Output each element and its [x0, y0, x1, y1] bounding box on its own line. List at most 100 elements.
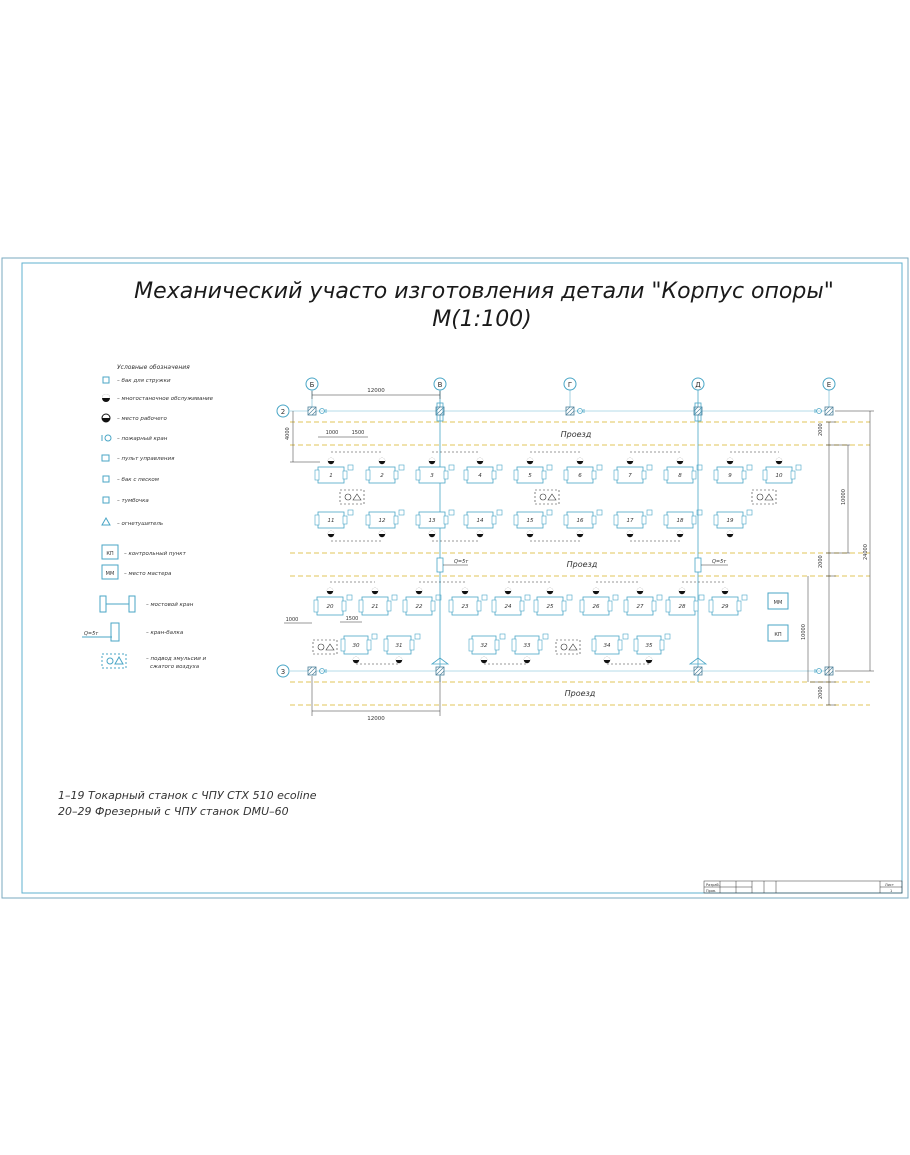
dimension-value: 10000	[801, 624, 807, 640]
control-panel-icon	[524, 594, 531, 601]
legend-item: – бак для стружки	[117, 378, 171, 384]
control-panel-icon	[546, 464, 553, 471]
machine-number: 17	[627, 518, 634, 524]
worker-icon	[626, 530, 634, 538]
machine-tool: 31	[383, 633, 421, 664]
control-panel-icon	[346, 594, 353, 601]
fire-hydrant-icon	[577, 408, 585, 414]
foreman-place-icon	[101, 564, 119, 580]
worker-place-icon	[101, 413, 111, 423]
machine-tool: 2	[365, 457, 405, 484]
dimension-value: 1500	[352, 430, 365, 436]
machine-number: 19	[727, 518, 734, 524]
machine-number: 27	[637, 604, 644, 610]
machine-number: 11	[328, 518, 335, 524]
control-panel-icon	[612, 594, 619, 601]
aisle-label-top: Проезд	[561, 430, 592, 439]
control-panel-icon	[101, 454, 110, 462]
machine-number: 13	[429, 518, 436, 524]
dimension-bottom	[311, 676, 441, 716]
control-panel-icon	[646, 464, 653, 471]
hoist-beam-icon	[82, 622, 120, 642]
worker-icon	[480, 656, 488, 664]
control-panel-icon	[746, 464, 753, 471]
worker-icon	[676, 530, 684, 538]
worker-icon	[378, 530, 386, 538]
axis-marker-row: 3	[276, 664, 290, 678]
dimension-value: 2000	[818, 686, 824, 699]
machine-number: 26	[593, 604, 600, 610]
sand-box-icon	[102, 475, 110, 483]
emulsion-supply-icon	[751, 489, 777, 505]
legend-item: – место мастера	[124, 571, 172, 577]
machine-tool: 7	[613, 457, 653, 484]
control-panel-icon	[347, 464, 354, 471]
legend-item: – тумбочка	[117, 498, 149, 504]
control-panel-icon	[566, 594, 573, 601]
emulsion-supply-icon	[555, 639, 581, 655]
control-panel-icon	[496, 509, 503, 516]
hoist-capacity: Q=5т	[712, 559, 727, 565]
machine-tool: 16	[563, 509, 603, 538]
svg-text:2: 2	[281, 408, 285, 416]
dimension-value: 10000	[841, 489, 847, 505]
fire-hydrant-icon	[814, 668, 822, 674]
machine-number: 16	[577, 518, 584, 524]
machine-tool: 4	[463, 457, 503, 484]
legend-item: – многостаночное обслуживание	[117, 396, 214, 402]
axis-marker-column: Д	[691, 377, 705, 391]
svg-text:Е: Е	[827, 381, 831, 389]
chip-bin-icon	[102, 376, 110, 384]
legend-item: – бак с песком	[117, 477, 159, 483]
machine-tool: 30	[340, 633, 378, 664]
machine-number: 31	[396, 643, 403, 649]
worker-icon	[576, 457, 584, 465]
control-panel-icon	[414, 633, 421, 640]
worker-icon	[721, 587, 729, 595]
machine-number: 5	[528, 473, 532, 479]
machine-tool: 34	[591, 633, 629, 664]
svg-text:Д: Д	[695, 381, 701, 389]
cabinet-icon	[102, 496, 110, 504]
worker-icon	[526, 457, 534, 465]
fire-hydrant-icon	[319, 408, 327, 414]
machine-number: 24	[505, 604, 512, 610]
machine-number: 10	[776, 473, 783, 479]
worker-icon	[775, 457, 783, 465]
worker-icon	[428, 530, 436, 538]
control-panel-icon	[596, 464, 603, 471]
legend-heading: Условные обозначения	[117, 364, 190, 371]
drawing-title: Механический участо изготовления детали …	[134, 279, 834, 304]
worker-icon	[576, 530, 584, 538]
machine-number: 15	[527, 518, 534, 524]
legend-item: – подвод эмульсии и	[146, 656, 207, 662]
worker-icon	[726, 530, 734, 538]
crane-end	[430, 402, 708, 665]
control-panel-icon	[696, 509, 703, 516]
control-panel-icon	[698, 594, 705, 601]
dimension-left	[290, 411, 320, 463]
machine-tool: 20	[313, 587, 353, 616]
hoist-capacity: Q=5т	[84, 631, 99, 637]
machine-tool: 1	[314, 457, 354, 484]
machine-tool: 27	[623, 587, 663, 616]
dimension-value: 2000	[818, 423, 824, 436]
worker-icon	[636, 587, 644, 595]
control-panel-icon	[542, 633, 549, 640]
worker-icon	[626, 457, 634, 465]
control-panel-icon	[546, 509, 553, 516]
machine-number: 22	[416, 604, 423, 610]
fire-hydrant-icon	[319, 668, 327, 674]
machine-number: 14	[477, 518, 484, 524]
checkpoint-code: КП	[774, 632, 782, 638]
worker-icon	[371, 587, 379, 595]
dimension-right	[807, 410, 874, 706]
worker-icon	[603, 656, 611, 664]
machine-number: 8	[678, 473, 682, 479]
control-panel-icon	[347, 509, 354, 516]
axis-marker-column: В	[433, 377, 447, 391]
legend-item: – кран-балка	[146, 630, 184, 636]
machine-tool: 18	[663, 509, 703, 538]
stamp-sheet-number: 1	[890, 889, 892, 893]
machine-tool: 11	[314, 509, 354, 538]
